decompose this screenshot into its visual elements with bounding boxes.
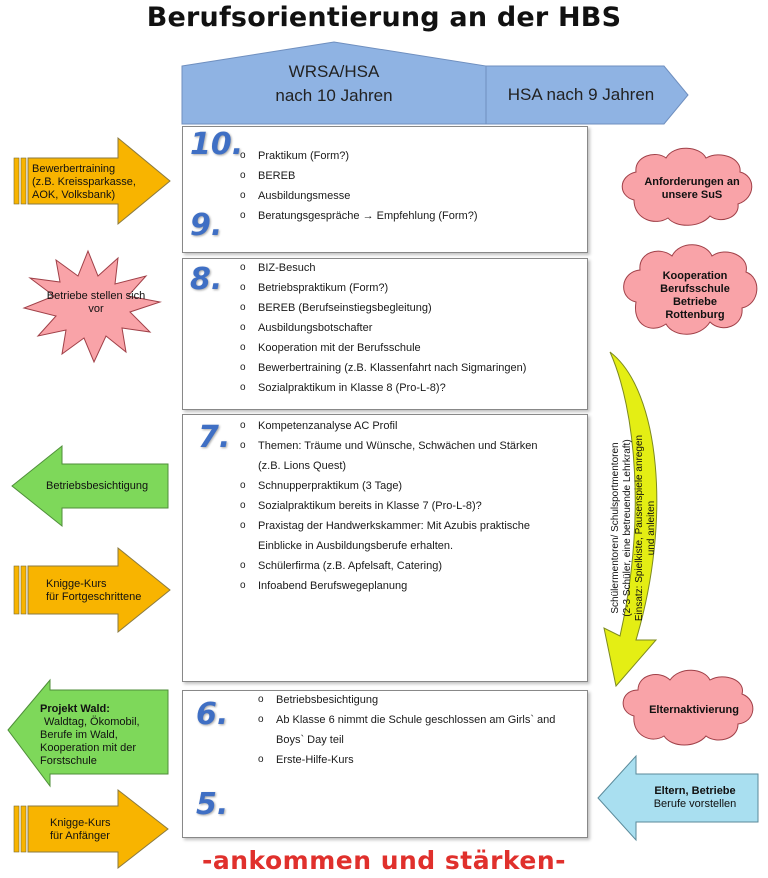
projekt-wald-line: Berufe im Wald,: [40, 729, 118, 741]
list-item: Themen: Träume und Wünsche, Schwächen un…: [240, 436, 537, 456]
wrsa-header-line1: WRSA/HSA: [288, 62, 380, 81]
wrsa-header-line2: nach 10 Jahren: [275, 86, 393, 105]
grade-10-label: 10.: [190, 127, 244, 162]
list-item: Infoabend Berufswegeplanung: [240, 576, 537, 596]
kooperation-label: Kooperation Berufsschule Betriebe Rotten…: [640, 270, 750, 322]
eltern-betriebe-title: Eltern, Betriebe: [654, 785, 736, 797]
list-item: Beratungsgespräche → Empfehlung (Form?): [240, 206, 478, 226]
grade-7-label: 7.: [198, 420, 231, 455]
list-item: BEREB: [240, 166, 478, 186]
knigge-fortgeschritten-label: Knigge-Kurs für Fortgeschrittene: [46, 578, 141, 604]
betriebe-label: Betriebe stellen sich vor: [40, 290, 152, 316]
hsa-header: HSA nach 9 Jahren: [507, 85, 655, 104]
panel-1-list: Praktikum (Form?) BEREB Ausbildungsmesse…: [240, 146, 478, 226]
wrsa-header: WRSA/HSA nach 10 Jahren: [182, 60, 486, 108]
kooperation-line: Berufsschule: [660, 283, 730, 295]
list-item: Betriebsbesichtigung: [258, 690, 555, 710]
panel-grade-7: [182, 414, 588, 682]
list-item: Schnupperpraktikum (3 Tage): [240, 476, 537, 496]
projekt-wald-line: Forstschule: [40, 755, 97, 767]
anforderungen-line: Anforderungen an: [644, 176, 740, 188]
panel-3-list: Kompetenzanalyse AC Profil Themen: Träum…: [240, 416, 537, 596]
grade-9-label: 9.: [190, 208, 223, 243]
page-title: Berufsorientierung an der HBS: [146, 2, 622, 33]
list-item: Sozialpraktikum bereits in Klasse 7 (Pro…: [240, 496, 537, 516]
kooperation-line: Kooperation: [662, 270, 728, 282]
eltern-betriebe-sub: Berufe vorstellen: [653, 798, 737, 810]
bewerbertraining-line: (z.B. Kreissparkasse,: [32, 176, 136, 188]
bewerbertraining-line: AOK, Volksbank): [32, 189, 116, 201]
anforderungen-label: Anforderungen an unsere SuS: [640, 176, 744, 202]
bewerbertraining-label: Bewerbertraining (z.B. Kreissparkasse, A…: [32, 163, 136, 202]
knigge-line: Knigge-Kurs: [46, 578, 107, 590]
eltern-betriebe-label: Eltern, Betriebe Berufe vorstellen: [636, 785, 754, 811]
list-item: Praxistag der Handwerkskammer: Mit Azubi…: [240, 516, 537, 536]
list-item: BIZ-Besuch: [240, 258, 526, 278]
mentoren-line: Einsatz: Spielkiste, Pausenspiele anrege…: [634, 434, 645, 622]
anforderungen-line: unsere SuS: [661, 189, 723, 201]
kooperation-line: Rottenburg: [665, 309, 725, 321]
list-item: Betriebspraktikum (Form?): [240, 278, 526, 298]
mentoren-line: (2-3 Schüler, eine betreuende Lehrkraft): [622, 439, 633, 617]
list-item: Erste-Hilfe-Kurs: [258, 750, 555, 770]
list-item-continuation: (z.B. Lions Quest): [258, 460, 347, 472]
footer-slogan: -ankommen und stärken-: [201, 846, 567, 875]
knigge-line: Knigge-Kurs: [50, 817, 111, 829]
list-item: Kooperation mit der Berufsschule: [240, 338, 526, 358]
list-item: Kompetenzanalyse AC Profil: [240, 416, 537, 436]
list-item: Ausbildungsbotschafter: [240, 318, 526, 338]
betriebsbesichtigung-label: Betriebsbesichtigung: [46, 480, 149, 492]
list-item: Ausbildungsmesse: [240, 186, 478, 206]
projekt-wald-label: Projekt Wald: Waldtag, Ökomobil, Berufe …: [40, 703, 140, 768]
grade-8-label: 8.: [190, 262, 223, 297]
grade-6-label: 6.: [196, 697, 229, 732]
mentoren-line: und anleiten: [646, 500, 657, 556]
betriebe-line: Betriebe stellen sich: [46, 290, 146, 302]
elternaktivierung-label: Elternaktivierung: [649, 704, 739, 716]
mentoren-line: Schülermentoren/ Schulsportmentoren: [610, 442, 621, 614]
grade-5-label: 5.: [196, 787, 229, 822]
panel-4-list: Betriebsbesichtigung Ab Klasse 6 nimmt d…: [258, 690, 555, 770]
knigge-line: für Anfänger: [50, 830, 110, 842]
list-item: Sozialpraktikum in Klasse 8 (Pro-L-8)?: [240, 378, 526, 398]
panel-2-list: BIZ-Besuch Betriebspraktikum (Form?) BER…: [240, 258, 526, 398]
projekt-wald-line: Waldtag, Ökomobil,: [44, 716, 140, 728]
projekt-wald-title: Projekt Wald:: [40, 703, 110, 715]
list-item: Schülerfirma (z.B. Apfelsaft, Catering): [240, 556, 537, 576]
list-item-continuation: Boys` Day teil: [276, 734, 344, 746]
projekt-wald-line: Kooperation mit der: [40, 742, 136, 754]
list-item: Ab Klasse 6 nimmt die Schule geschlossen…: [258, 710, 555, 730]
list-item: Praktikum (Form?): [240, 146, 478, 166]
knigge-anfaenger-label: Knigge-Kurs für Anfänger: [50, 817, 111, 843]
knigge-line: für Fortgeschrittene: [46, 591, 142, 603]
list-item-continuation: Einblicke in Ausbildungsberufe erhalten.: [258, 540, 454, 552]
bewerbertraining-line: Bewerbertraining: [32, 163, 116, 175]
kooperation-line: Betriebe: [672, 296, 718, 308]
mentoren-text: Schülermentoren/ Schulsportmentoren (2-3…: [610, 388, 666, 668]
list-item: Bewerbertraining (z.B. Klassenfahrt nach…: [240, 358, 526, 378]
betriebe-line: vor: [88, 303, 104, 315]
list-item: BEREB (Berufseinstiegsbegleitung): [240, 298, 526, 318]
